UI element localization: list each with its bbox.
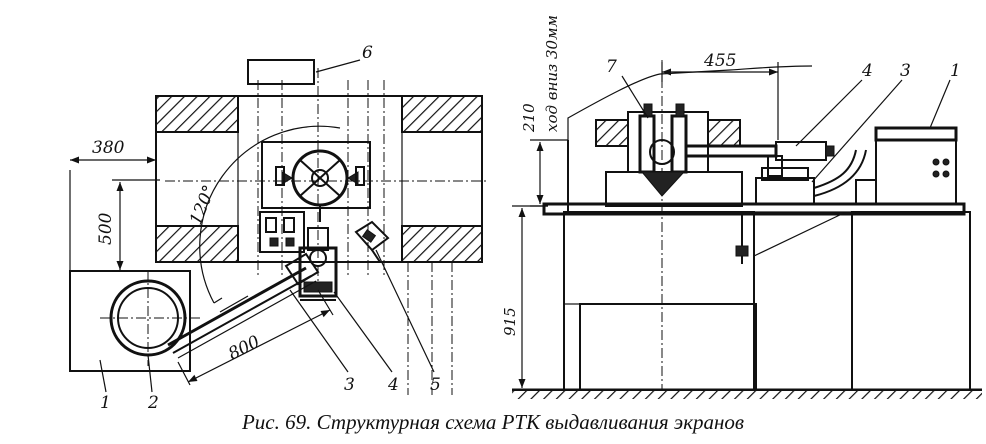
dim-380: 380 — [69, 138, 157, 273]
dim-915-label: 915 — [501, 307, 519, 336]
dim-380-label: 380 — [92, 138, 125, 158]
callout-5: 5 — [430, 375, 441, 395]
callout-7: 7 — [606, 57, 617, 77]
dim-210-label: 210 — [520, 103, 538, 133]
part-magazine — [100, 270, 200, 366]
dim-500-label: 500 — [96, 212, 116, 245]
dim-455-label: 455 — [703, 51, 736, 71]
machine-base — [563, 211, 971, 391]
lift-cylinder — [735, 211, 847, 264]
press-body — [567, 60, 813, 390]
callout-6: 6 — [362, 43, 373, 63]
angle-120-label: 120° — [186, 182, 220, 227]
gripper-unit — [354, 220, 390, 263]
callout-leaders-plan — [99, 59, 435, 393]
callout-leaders-front — [621, 75, 951, 183]
rotation-arc — [199, 125, 341, 304]
dim-500: 500 — [96, 179, 160, 272]
stroke-note: ход вниз 30мм — [543, 15, 561, 132]
callout-3-front: 3 — [900, 61, 911, 81]
control-panel — [247, 59, 315, 85]
control-cabinet — [855, 126, 958, 205]
callout-1-front: 1 — [950, 61, 961, 81]
lower-fixtures — [259, 211, 305, 253]
callout-4-front: 4 — [861, 61, 873, 81]
callout-3-plan: 3 — [344, 375, 355, 395]
robot-base — [298, 227, 338, 301]
dim-800-label: 800 — [225, 332, 263, 365]
dim-210: 210 ход вниз 30мм — [520, 15, 568, 207]
gripper-arm — [684, 141, 835, 177]
dim-915: 915 — [501, 205, 548, 388]
callout-1-plan: 1 — [100, 393, 111, 413]
floor — [512, 388, 982, 399]
die-table — [261, 141, 371, 222]
press-frame — [155, 95, 483, 263]
front-view: 455 210 ход вниз 30мм 915 7 4 3 1 — [501, 15, 982, 399]
callout-2: 2 — [147, 393, 159, 413]
callout-4-plan: 4 — [387, 375, 399, 395]
robot-body — [755, 149, 867, 205]
figure-caption: Рис. 69. Структурная схема РТК выдавлива… — [241, 410, 745, 434]
work-table — [542, 202, 966, 216]
plan-view: 380 500 120° 800 6 1 2 — [69, 43, 486, 413]
die-assembly — [638, 103, 688, 197]
dim-455: 455 — [661, 51, 779, 140]
